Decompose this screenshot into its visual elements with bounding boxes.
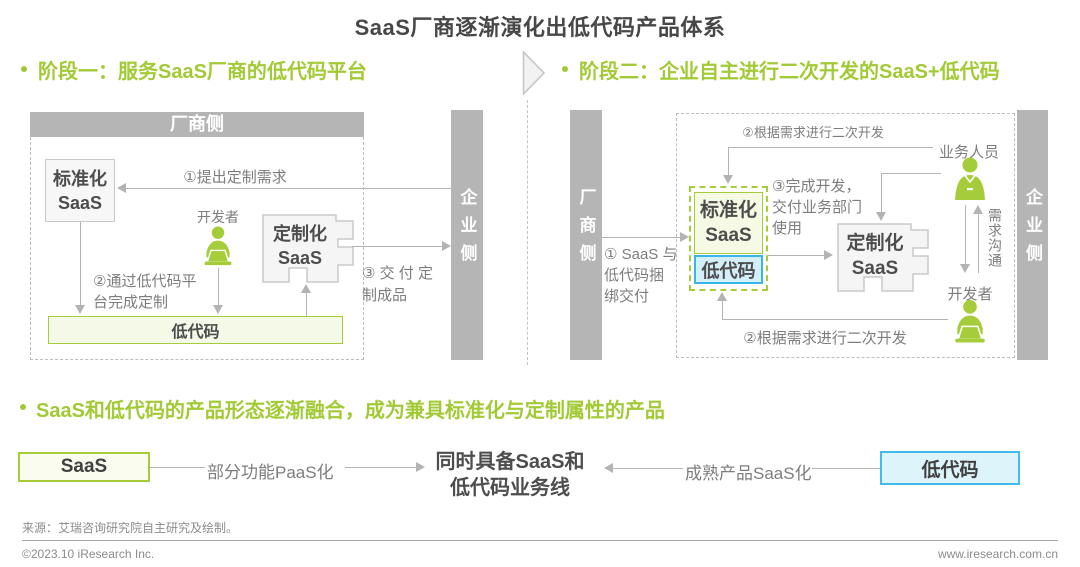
stage1-arrow-standard-to-lowcode	[80, 222, 81, 305]
page-title: SaaS厂商逐渐演化出低代码产品体系	[354, 15, 726, 40]
stage2-diagram-frame	[676, 113, 1015, 358]
stage2-step3-label: ③完成开发， 交付业务部门 使用	[772, 178, 863, 237]
stage2-demand-up-line	[978, 214, 979, 273]
stage2-standard-saas-box: 标准化 SaaS	[694, 192, 763, 254]
stage-divider-line	[527, 100, 528, 365]
bottom-right-line2	[812, 468, 880, 469]
stage1-developer-label: 开发者	[197, 209, 239, 225]
stage2-bundle-to-custom-arrowhead	[824, 250, 833, 260]
bottom-saas-box: SaaS	[18, 452, 150, 482]
bottom-left-arrow-label: 部分功能PaaS化	[207, 463, 334, 482]
stage1-developer-icon	[204, 226, 232, 266]
stage2-step2-top-line	[728, 147, 933, 148]
bottom-lowcode-box: 低代码	[880, 451, 1020, 485]
stage2-bundle-to-custom-line	[768, 255, 824, 256]
stage2-bundle-frame	[689, 186, 768, 291]
stage1-custom-saas-puzzle	[262, 214, 354, 283]
stage2-demand-up-arrowhead	[973, 205, 983, 214]
footer-source: 来源：艾瑞咨询研究院自主研究及绘制。	[22, 521, 239, 535]
stage2-demand-down-line	[965, 205, 966, 264]
stage1-step1-arrowhead	[117, 183, 126, 193]
stage2-developer-icon	[955, 299, 985, 343]
stage2-custom-saas-puzzle	[837, 223, 929, 292]
stage1-bullet-icon	[21, 66, 27, 72]
footer-divider	[22, 540, 1058, 541]
stage1-enterprise-side-bar: 企业侧	[451, 110, 483, 360]
stage2-vendor-side-bar: 厂商侧	[570, 110, 602, 360]
stage2-step1-arrow-line	[602, 237, 680, 238]
bottom-bullet-icon	[20, 404, 26, 410]
stage1-step3-arrowhead	[442, 241, 451, 251]
stage1-heading: 阶段一：服务SaaS厂商的低代码平台	[38, 61, 367, 83]
stage2-demand-down-arrowhead	[960, 264, 970, 273]
stage2-step2-bottom-arrowhead	[717, 292, 727, 301]
bottom-left-line2	[345, 467, 416, 468]
stage1-vendor-side-bar: 厂商侧	[30, 112, 364, 137]
stage1-custom-saas-label: 定制化 SaaS	[273, 224, 327, 268]
stage2-step2-top-vline	[728, 147, 729, 175]
stage2-step2-bottom-label: ②根据需求进行二次开发	[743, 330, 907, 347]
stage2-step2-bottom-vline	[722, 301, 723, 319]
stage1-step1-label: ①提出定制需求	[183, 169, 287, 186]
stage2-step2-bottom-line	[722, 319, 948, 320]
stage2-enterprise-side-bar: 企业侧	[1017, 110, 1048, 360]
stage1-step3-label: ③ 交 付 定 制成品	[362, 265, 433, 304]
bottom-right-arrowhead	[604, 463, 613, 473]
bottom-right-arrow-label: 成熟产品SaaS化	[685, 464, 812, 483]
stage2-business-staff-label: 业务人员	[938, 144, 999, 161]
stage2-staff-to-custom-vline	[881, 173, 882, 212]
stage1-standard-saas-box: 标准化 SaaS	[45, 159, 115, 222]
stage2-bullet-icon	[562, 66, 568, 72]
stage1-lowcode-bar: 低代码	[48, 316, 343, 344]
stage2-step2-top-arrowhead	[723, 175, 733, 184]
stage2-lowcode-box: 低代码	[694, 255, 763, 284]
stage2-staff-to-custom-arrowhead	[876, 212, 886, 221]
stage-divider-arrow-icon	[522, 50, 546, 96]
stage2-step1-label: ① SaaS 与 低代码捆 绑交付	[604, 246, 678, 305]
stage2-step1-arrowhead	[680, 232, 689, 242]
stage1-arrowhead-developer-to-lowcode	[213, 305, 223, 314]
bottom-center-text: 同时具备SaaS和 低代码业务线	[435, 451, 585, 499]
footer-website: www.iresearch.com.cn	[937, 547, 1058, 561]
stage1-arrowhead-lowcode-to-custom	[301, 284, 311, 293]
stage1-arrowhead-standard-to-lowcode	[75, 305, 85, 314]
stage1-step2-label: ②通过低代码平 台完成定制	[93, 273, 197, 311]
stage1-arrow-developer-to-lowcode	[218, 268, 219, 305]
stage1-arrow-lowcode-to-custom	[306, 293, 307, 316]
stage2-staff-to-custom-line	[881, 173, 941, 174]
stage1-step3-arrow-line	[352, 246, 442, 247]
bottom-left-line1	[150, 467, 205, 468]
stage2-demand-comm-label: 需求沟通	[987, 208, 1003, 268]
stage2-heading: 阶段二：企业自主进行二次开发的SaaS+低代码	[579, 61, 1000, 83]
footer-copyright: ©2023.10 iResearch Inc.	[22, 547, 155, 561]
stage2-step2-top-label: ②根据需求进行二次开发	[742, 125, 884, 140]
stage2-developer-label: 开发者	[947, 286, 993, 303]
stage2-business-staff-icon	[955, 157, 985, 200]
stage2-custom-saas-label: 定制化 SaaS	[846, 233, 904, 279]
bottom-right-line1	[613, 468, 683, 469]
bottom-heading: SaaS和低代码的产品形态逐渐融合，成为兼具标准化与定制属性的产品	[36, 400, 665, 422]
bottom-left-arrowhead	[416, 462, 425, 472]
stage1-step1-arrow-line	[126, 188, 451, 189]
